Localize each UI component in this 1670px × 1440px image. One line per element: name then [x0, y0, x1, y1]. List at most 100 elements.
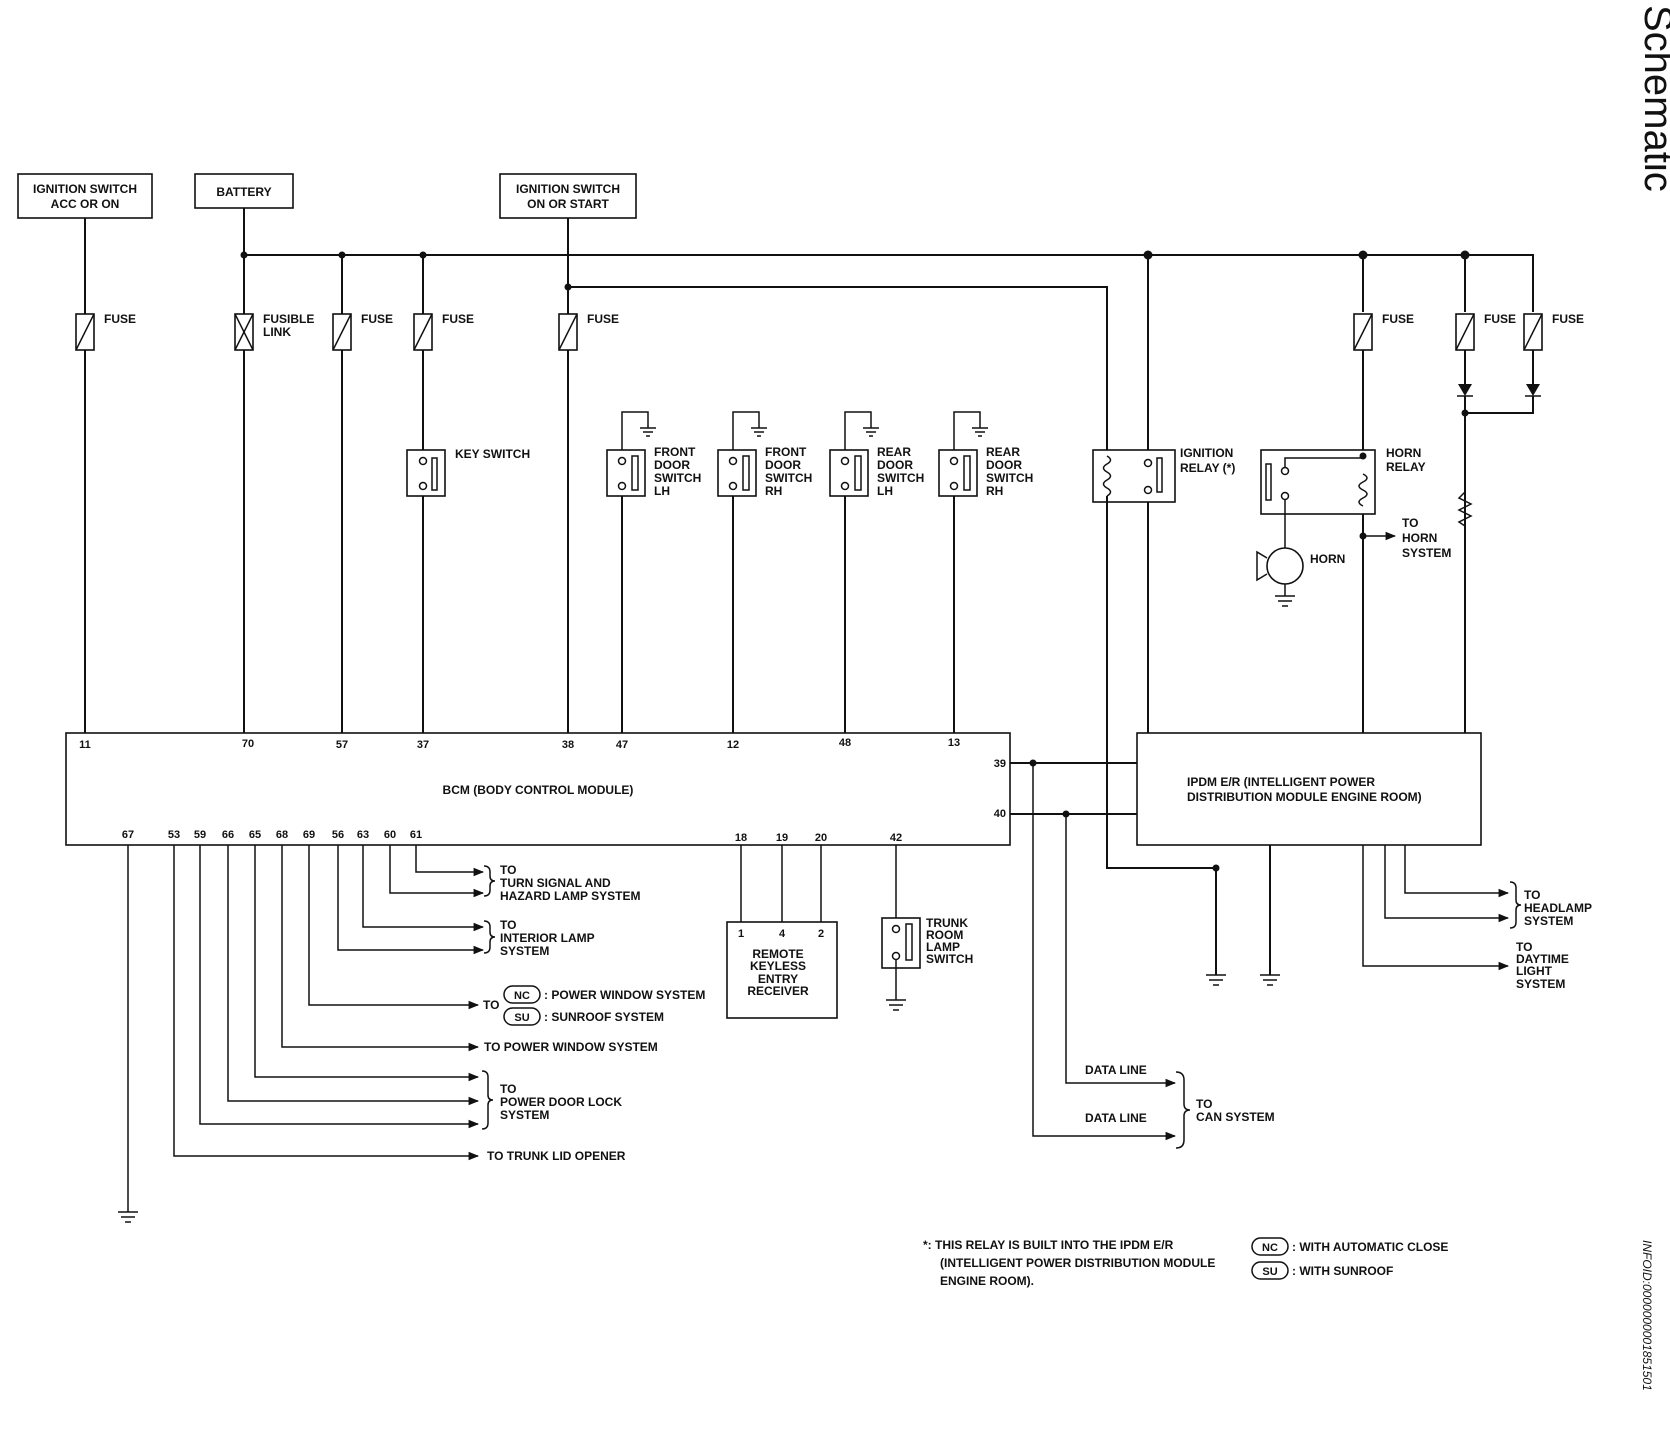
svg-text:DATA LINE: DATA LINE — [1085, 1063, 1147, 1077]
svg-text:REAR: REAR — [877, 445, 911, 459]
svg-text:: WITH SUNROOF: : WITH SUNROOF — [1292, 1264, 1393, 1278]
svg-text:2: 2 — [818, 928, 824, 940]
trunk-room-lamp-switch: TRUNK ROOM LAMP SWITCH — [881, 845, 973, 1011]
svg-text:TO: TO — [500, 918, 516, 932]
bcm-module: BCM (BODY CONTROL MODULE) 11 70 57 37 38… — [65, 732, 1011, 846]
svg-text:60: 60 — [384, 829, 396, 841]
ipdm-outputs: TO HEADLAMP SYSTEM TO DAYTIME LIGHT SYST… — [1260, 845, 1592, 991]
svg-text:HORN: HORN — [1402, 531, 1437, 545]
svg-text:FUSE: FUSE — [361, 312, 393, 326]
svg-text:SWITCH: SWITCH — [765, 471, 812, 485]
battery-box: BATTERY — [194, 173, 294, 209]
svg-text:SYSTEM: SYSTEM — [500, 1108, 549, 1122]
svg-text:IGNITION SWITCH: IGNITION SWITCH — [33, 182, 137, 196]
svg-text:RECEIVER: RECEIVER — [747, 984, 809, 998]
svg-text:: POWER WINDOW SYSTEM: : POWER WINDOW SYSTEM — [544, 988, 705, 1002]
svg-text:(INTELLIGENT POWER DISTRIBUTIO: (INTELLIGENT POWER DISTRIBUTION MODULE — [940, 1256, 1215, 1270]
svg-text:68: 68 — [276, 829, 288, 841]
bcm-output-wires: TO TURN SIGNAL AND HAZARD LAMP SYSTEM TO… — [118, 845, 705, 1223]
svg-text:1: 1 — [738, 928, 744, 940]
svg-text:REAR: REAR — [986, 445, 1020, 459]
svg-text:TRUNK: TRUNK — [926, 916, 968, 930]
svg-text:57: 57 — [336, 739, 348, 751]
svg-text:DOOR: DOOR — [877, 458, 913, 472]
svg-text:BATTERY: BATTERY — [216, 185, 271, 199]
svg-text:67: 67 — [122, 829, 134, 841]
fuse-icon: FUSE — [75, 312, 136, 351]
svg-text:TO: TO — [500, 1082, 516, 1096]
svg-text:FUSIBLE: FUSIBLE — [263, 312, 314, 326]
svg-text:DISTRIBUTION MODULE ENGINE ROO: DISTRIBUTION MODULE ENGINE ROOM) — [1187, 790, 1422, 804]
svg-text:53: 53 — [168, 829, 180, 841]
svg-text:69: 69 — [303, 829, 315, 841]
svg-text:SWITCH: SWITCH — [926, 952, 973, 966]
rear-door-switch-rh: REAR DOOR SWITCH RH — [938, 411, 1033, 498]
svg-text:DOOR: DOOR — [765, 458, 801, 472]
svg-text:TO: TO — [500, 863, 516, 877]
svg-text:TO: TO — [1516, 940, 1532, 954]
svg-text:66: 66 — [222, 829, 234, 841]
svg-text:TO: TO — [1524, 888, 1540, 902]
svg-text:13: 13 — [948, 737, 960, 749]
svg-text:19: 19 — [776, 832, 788, 844]
svg-text:HEADLAMP: HEADLAMP — [1524, 901, 1592, 915]
svg-text:*: THIS RELAY IS BUILT INTO TH: *: THIS RELAY IS BUILT INTO THE IPDM E/R — [923, 1238, 1174, 1252]
svg-text:RELAY (*): RELAY (*) — [1180, 461, 1235, 475]
svg-text:LIGHT: LIGHT — [1516, 964, 1553, 978]
svg-text:SWITCH: SWITCH — [654, 471, 701, 485]
svg-text:TO: TO — [1196, 1097, 1212, 1111]
svg-text:KEYLESS: KEYLESS — [750, 959, 806, 973]
svg-text:SYSTEM: SYSTEM — [1402, 546, 1451, 560]
svg-text:59: 59 — [194, 829, 206, 841]
svg-text:20: 20 — [815, 832, 827, 844]
svg-text:38: 38 — [562, 739, 574, 751]
svg-text:SYSTEM: SYSTEM — [500, 944, 549, 958]
document-id: INFOID:0000000001851501 — [1640, 1240, 1654, 1391]
svg-text:TO: TO — [1402, 516, 1418, 530]
fuse-icon: FUSE — [332, 312, 393, 351]
svg-text:POWER DOOR LOCK: POWER DOOR LOCK — [500, 1095, 622, 1109]
svg-text:47: 47 — [616, 739, 628, 751]
svg-text:BCM (BODY CONTROL MODULE): BCM (BODY CONTROL MODULE) — [443, 783, 634, 797]
svg-text:ACC OR ON: ACC OR ON — [51, 197, 120, 211]
svg-text:INTERIOR LAMP: INTERIOR LAMP — [500, 931, 595, 945]
svg-text:HAZARD LAMP SYSTEM: HAZARD LAMP SYSTEM — [500, 889, 640, 903]
fuse-icon: FUSE — [1455, 312, 1516, 351]
key-switch: KEY SWITCH — [406, 447, 530, 497]
svg-text:4: 4 — [779, 928, 786, 940]
svg-text:NC: NC — [514, 990, 530, 1002]
svg-text:FUSE: FUSE — [1382, 312, 1414, 326]
svg-text:LH: LH — [654, 484, 670, 498]
svg-text:SYSTEM: SYSTEM — [1516, 977, 1565, 991]
battery-bus — [240, 208, 1534, 312]
svg-text:: WITH AUTOMATIC CLOSE: : WITH AUTOMATIC CLOSE — [1292, 1240, 1448, 1254]
svg-text:DOOR: DOOR — [986, 458, 1022, 472]
bcm-input-wires — [84, 218, 955, 733]
svg-text:ROOM: ROOM — [926, 928, 963, 942]
svg-text:12: 12 — [727, 739, 739, 751]
svg-text:HORN: HORN — [1386, 446, 1421, 460]
svg-text:70: 70 — [242, 738, 254, 750]
svg-text:FRONT: FRONT — [654, 445, 696, 459]
svg-text:39: 39 — [994, 758, 1006, 770]
ignition-relay: IGNITION RELAY (*) — [1092, 255, 1235, 986]
svg-text:DOOR: DOOR — [654, 458, 690, 472]
svg-text:RH: RH — [986, 484, 1003, 498]
svg-text:RH: RH — [765, 484, 782, 498]
svg-text:FUSE: FUSE — [104, 312, 136, 326]
svg-text:NC: NC — [1262, 1242, 1278, 1254]
svg-text:FRONT: FRONT — [765, 445, 807, 459]
ignition-switch-acc-box: IGNITION SWITCH ACC OR ON — [17, 173, 153, 219]
svg-text:RELAY: RELAY — [1386, 460, 1426, 474]
svg-text:FUSE: FUSE — [1552, 312, 1584, 326]
svg-text:IGNITION SWITCH: IGNITION SWITCH — [516, 182, 620, 196]
svg-text:LAMP: LAMP — [926, 940, 960, 954]
fuse-icon: FUSE — [558, 312, 619, 351]
svg-text:CAN SYSTEM: CAN SYSTEM — [1196, 1110, 1275, 1124]
svg-text:ENTRY: ENTRY — [758, 972, 798, 986]
svg-text:REMOTE: REMOTE — [752, 947, 803, 961]
svg-text:SU: SU — [1262, 1266, 1277, 1278]
svg-text:SWITCH: SWITCH — [877, 471, 924, 485]
svg-text:61: 61 — [410, 829, 422, 841]
